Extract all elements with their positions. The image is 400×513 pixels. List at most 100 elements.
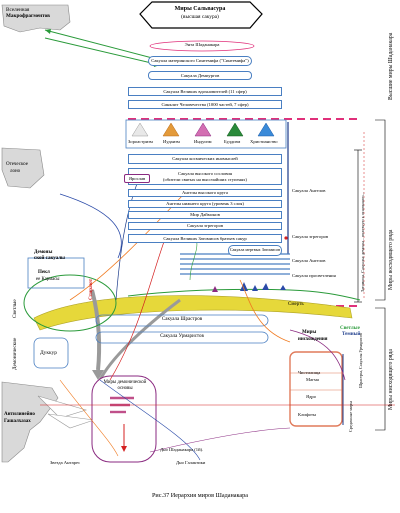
- magma-label: Магма: [306, 377, 319, 382]
- pekl-label: Пекл: [38, 270, 50, 275]
- green-arrow-b: [44, 37, 161, 66]
- blue-spikes: [240, 282, 286, 291]
- urmaris-label: Сакуала Урмаристов: [160, 334, 204, 339]
- shrastr-label: Сакуала Шрастров: [161, 317, 203, 322]
- karmic-label: ее Кармасы: [36, 277, 60, 282]
- temple-label-4: Буддизм: [224, 139, 241, 144]
- low-label: нисхождения: [298, 337, 328, 342]
- green-horizon: [127, 288, 361, 301]
- high-descent-line1: Сакуала высокого сословия: [178, 171, 232, 177]
- high-descent-line2: (обители святых на высочайших ступенях): [163, 176, 247, 182]
- dno2-label: Дно Галактики: [176, 460, 206, 465]
- chistilishche-label: Чистилища: [298, 370, 321, 375]
- otch-cloud: [1, 147, 45, 189]
- dukkhur-label: Дуккур: [40, 350, 57, 356]
- daimons-box: Мир Даймонов: [128, 211, 282, 219]
- title-line2: (высшая сакура): [181, 14, 219, 20]
- sakuala-side2-label: Сакуала Ангелов: [292, 258, 326, 263]
- title-hexagon: [139, 1, 263, 29]
- right-inner-low2: Срединные миры: [348, 400, 353, 432]
- great-inspirers-box: Сакуала Великих вдохновителей (11 сфер): [128, 87, 282, 96]
- temple-shape-2: [162, 122, 180, 137]
- figure-caption: Рис.37 Иерархия миров Шаданакара: [151, 492, 249, 499]
- angels-high-box: Ангелы высокого круга: [128, 189, 282, 197]
- red-vertical: Стирают: [88, 278, 94, 300]
- temple-label-1: Зороастризм: [128, 139, 153, 144]
- left-green-oval: [23, 274, 117, 332]
- angels-side-label: Сакуала Ангелов: [292, 188, 326, 193]
- temple-label-5: Христианство: [250, 139, 278, 144]
- gray-flow-1: [90, 289, 102, 371]
- dukkhur-box: [33, 337, 69, 369]
- right-frame-low: [375, 307, 386, 431]
- temple-shape-5: [257, 122, 275, 137]
- right-label-top: Высшие миры Шаданакара: [388, 32, 394, 100]
- zatomis-box: Сакуала Великих Затомисов братьев сакур: [128, 234, 282, 243]
- enta-label: Энта Шаданакара: [184, 42, 220, 47]
- orange-flow-3: [59, 379, 119, 457]
- temple-shape-3: [194, 122, 212, 137]
- right-label-bottom: Миры нисходящего ряда: [388, 349, 394, 410]
- lights-vertical: Светлые: [12, 299, 18, 318]
- temple-label-3: Индуизм: [194, 139, 212, 144]
- right-label-middle: Миры восходящего ряда: [388, 229, 394, 290]
- blade-1: [37, 395, 88, 419]
- temple-shape-1: [131, 122, 149, 137]
- macro-line2: Макрофрагментов: [6, 13, 50, 19]
- blue-flow-3: [99, 379, 201, 461]
- temple-label-2: Иудаизм: [163, 139, 180, 144]
- macro-line1: Вселенная: [6, 7, 30, 13]
- shrastr-outline: [95, 314, 269, 327]
- core-box: [289, 351, 343, 427]
- purple-spikes: [212, 286, 218, 292]
- synth-box: Сакуала материнского Синтемифа ("Синтеми…: [148, 56, 252, 66]
- blue-flow-2: [115, 175, 141, 301]
- angels-low-box: Ангелы нижнего круга (уровень 3 слоя): [128, 200, 282, 208]
- zvezda-label: Звезда Антарес: [50, 460, 81, 465]
- antichr-label-1: Антилинейно: [4, 412, 35, 417]
- yadro-label: Ядро: [306, 394, 316, 399]
- red-dot-2: [284, 236, 288, 240]
- temple-shape-4: [226, 122, 244, 137]
- egregors-side-label: Сакуала эгрегоров: [292, 234, 329, 239]
- antichr-label-2: Гашалхазах: [4, 419, 31, 424]
- earth-yellow-band: [33, 295, 353, 331]
- gray-flow-1-head: [92, 370, 104, 380]
- green-arrow-a: [44, 29, 161, 61]
- otch-label-1: Отеческое: [6, 162, 28, 167]
- sdem-label: Темный: [342, 332, 361, 337]
- zatomis-small-box: Сакуала мертвых Затомисов: [228, 245, 282, 256]
- right-frame-mid: [375, 119, 386, 301]
- synclit-box: Синклит Человечества (1000 частей, 7 сфе…: [128, 100, 282, 109]
- orange-flow-1: [69, 195, 183, 301]
- dno1-label: Дно Шаданакара (1й).: [160, 447, 204, 452]
- demiurgs-box: Сакуала Демиургов: [148, 71, 252, 80]
- sakuala-prosvet-label: Сакуала просветления: [292, 273, 336, 278]
- enta-ellipse: [149, 40, 255, 52]
- red-flow-1: [109, 235, 167, 381]
- red-down-head: [121, 446, 127, 452]
- high-descent-box: Сакуала высокого сословия (обители святы…: [128, 168, 282, 185]
- iaroslav-box: Ярослав: [124, 174, 150, 183]
- green-arrowhead-a: [45, 29, 51, 34]
- egregors-box: Сакуала эгрегоров: [128, 222, 282, 230]
- demon-base-label: Миры демонической основы: [103, 380, 147, 391]
- right-inner-low: Шрастры, Сакуалы Урмарисов: [358, 333, 363, 388]
- demon-left-a: Демоны: [34, 250, 53, 255]
- purple-curve: [289, 329, 346, 381]
- blade-2: [47, 413, 95, 429]
- orange-flow-2: [239, 279, 291, 343]
- blue-flow-1: [59, 193, 122, 259]
- macro-cloud: [1, 4, 71, 33]
- purple-flow-low: [149, 427, 291, 453]
- cosmic-box: Сакуала космических иномыслей: [128, 154, 282, 164]
- otch-label-2: лоно: [10, 169, 21, 174]
- klifot-label: Клифоты: [298, 412, 317, 417]
- title-line1: Миры Сальвасура: [174, 6, 226, 12]
- miry-low-label: Миры: [302, 330, 317, 335]
- blue-band: [180, 253, 290, 275]
- urmaris-outline: [95, 331, 269, 344]
- demon-vertical: Демонические: [12, 337, 18, 370]
- smert-label: Смерть: [288, 302, 304, 307]
